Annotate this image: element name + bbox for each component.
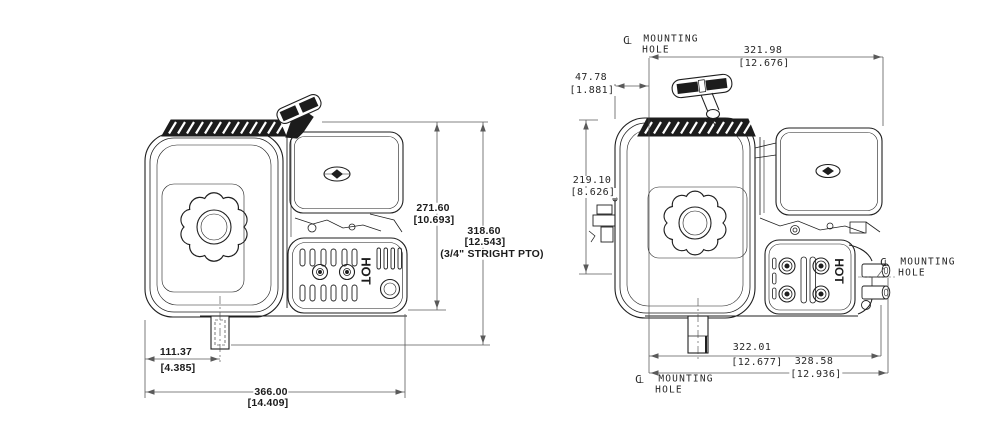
blower-housing-fins bbox=[161, 119, 287, 137]
brand-emblem-front-icon bbox=[815, 163, 841, 179]
dim-top-321-in: [12.676] bbox=[737, 58, 791, 69]
muffler-front-bolts bbox=[778, 257, 830, 303]
fuel-cap-front bbox=[663, 190, 727, 256]
spark-plug bbox=[588, 196, 618, 243]
dim-width-366-mm: 366.00 bbox=[253, 385, 289, 398]
dim-bottom-322-in: [12.677] bbox=[730, 357, 784, 368]
starter-handle bbox=[276, 94, 322, 139]
dim-height-219-mm: 219.10 bbox=[571, 175, 613, 186]
hot-warning-label: HOT bbox=[359, 257, 374, 285]
mounting-hole-label-top-line1: MOUNTING bbox=[643, 33, 699, 45]
dim-width-111-mm: 111.37 bbox=[158, 345, 194, 358]
dimension-lines bbox=[144, 56, 896, 398]
brand-emblem-icon bbox=[323, 166, 351, 182]
fuel-tank-front bbox=[614, 117, 756, 319]
dim-offset-47-mm: 47.78 bbox=[573, 72, 609, 83]
muffler-front: HOT bbox=[764, 239, 856, 315]
dim-height-219-in: [8.626] bbox=[569, 187, 617, 198]
carburetor-linkage bbox=[294, 213, 403, 233]
starter-grip bbox=[671, 73, 733, 126]
air-cleaner bbox=[289, 131, 404, 214]
dim-bottom-328-in: [12.936] bbox=[789, 369, 843, 380]
front-view: HOT bbox=[588, 73, 891, 360]
mounting-hole-label-right-line2: HOLE bbox=[898, 267, 926, 279]
muffler-bolts bbox=[311, 263, 356, 281]
exhaust-outlet-inner bbox=[383, 282, 397, 296]
dim-height-318-mm: 318.60 bbox=[466, 224, 502, 237]
dim-bottom-322-mm: 322.01 bbox=[731, 342, 773, 353]
dim-bottom-328-mm: 328.58 bbox=[793, 356, 835, 367]
pto-shaft bbox=[210, 296, 230, 362]
mounting-hole-label-bottom-line1: MOUNTING bbox=[658, 373, 714, 385]
muffler-vent-slots bbox=[299, 247, 402, 302]
pto-shaft-front bbox=[687, 298, 709, 360]
dim-height-271-mm: 271.60 bbox=[415, 201, 451, 214]
exhaust-outlet bbox=[379, 278, 401, 300]
dim-offset-47-in: [1.881] bbox=[568, 85, 616, 96]
dim-top-321-mm: 321.98 bbox=[742, 45, 784, 56]
air-cleaner-front bbox=[754, 127, 883, 216]
mounting-hole-label-top-line2: HOLE bbox=[642, 44, 670, 56]
fuel-tank bbox=[144, 132, 284, 318]
dim-pto-note: (3/4" STRIGHT PTO) bbox=[439, 247, 545, 260]
dim-height-271-in: [10.693] bbox=[412, 213, 456, 226]
dim-width-366-in: [14.409] bbox=[246, 396, 290, 409]
muffler: HOT bbox=[287, 237, 408, 314]
side-view: HOT bbox=[144, 94, 408, 362]
mounting-hole-label-bottom-line2: HOLE bbox=[655, 384, 683, 396]
blower-housing-fins-front bbox=[637, 118, 756, 137]
fuel-cap bbox=[180, 192, 248, 262]
carburetor-linkage-front bbox=[759, 217, 881, 235]
mounting-hole-label-right-line1: MOUNTING bbox=[900, 256, 956, 268]
dim-width-111-in: [4.385] bbox=[159, 361, 197, 374]
muffler-front-slots bbox=[772, 256, 816, 304]
dim-height-318-in: [12.543] bbox=[463, 235, 507, 248]
hot-warning-label-front: HOT bbox=[832, 258, 846, 284]
